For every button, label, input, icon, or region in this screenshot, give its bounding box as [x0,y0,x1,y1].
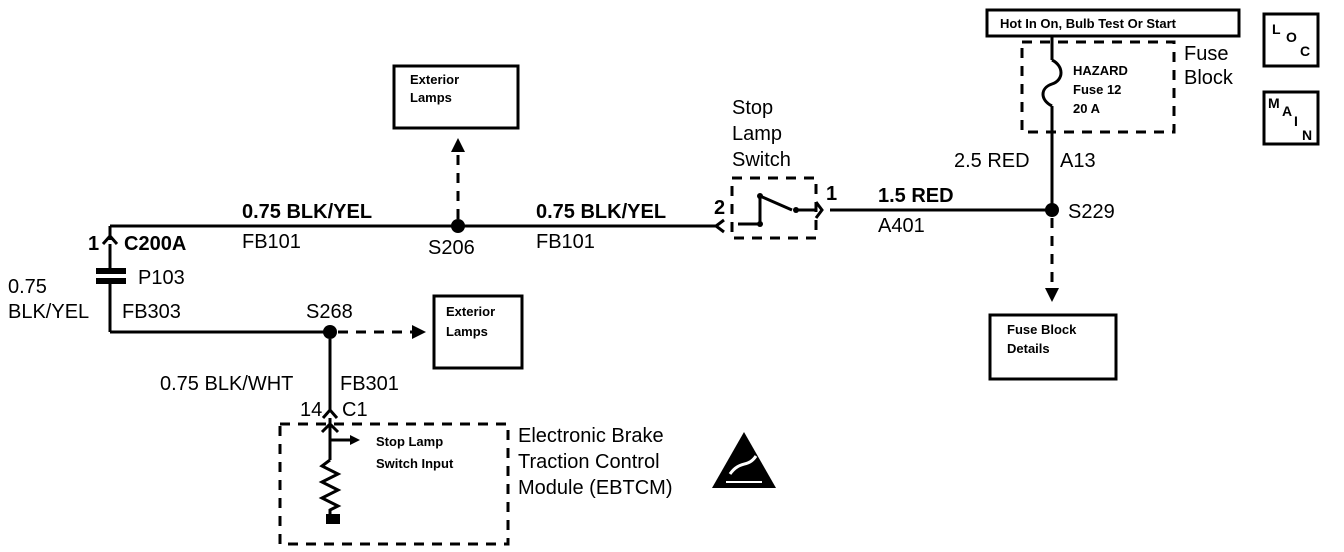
fuse-icon [1041,58,1063,108]
arrow-down-icon [1045,288,1059,302]
wire-label-fb101-mid: FB101 [536,231,595,253]
exterior-lamps-top-box [392,64,520,130]
wire-label-vert-color: BLK/YEL [8,301,89,323]
svg-text:M: M [1268,95,1280,111]
connector-c200a-label: C200A [124,233,186,255]
ebtcm-title-2: Traction Control [518,451,660,473]
ebtcm-outline [278,422,510,546]
fuse-block-title-1: Fuse [1184,43,1228,65]
fuse-block-details-2: Details [1007,341,1050,356]
stop-lamp-switch-label-3: Switch [732,149,791,171]
splice-s206-label: S206 [428,237,475,259]
power-source-text: Hot In On, Bulb Test Or Start [1000,16,1177,31]
ebtcm-input-1: Stop Lamp [376,434,443,449]
stop-lamp-switch-label-1: Stop [732,97,773,119]
svg-text:I: I [1294,113,1298,129]
exterior-lamps-mid-1: Exterior [446,304,495,319]
ebtcm-title-1: Electronic Brake [518,425,664,447]
wire-label-red-15: 1.5 RED [878,185,954,207]
wire-label-blk-wht: 0.75 BLK/WHT [160,373,293,395]
arrow-right-icon [412,325,426,339]
power-source-label: Hot In On, Bulb Test Or Start [985,8,1241,38]
wire-label-fb101-left: FB101 [242,231,301,253]
wire-label-blk-yel-left: 0.75 BLK/YEL [242,201,372,223]
arrow-right-small-icon [350,435,360,445]
ebtcm-title-3: Module (EBTCM) [518,477,672,499]
ground-icon [326,514,340,524]
fuse-number: Fuse 12 [1073,82,1121,97]
wire-label-vert-gauge: 0.75 [8,276,47,298]
fuse-block-details-box [988,313,1118,381]
exterior-lamps-mid-box [432,294,524,370]
wire-label-a401: A401 [878,215,925,237]
connector-c200a-pin: 1 [88,233,99,255]
stop-lamp-switch-outline [730,176,818,240]
connector-p103-label: P103 [138,267,185,289]
wire-label-fb301: FB301 [340,373,399,395]
wire-label-fb303: FB303 [122,301,181,323]
svg-text:A: A [1282,103,1292,119]
svg-text:N: N [1302,127,1312,143]
fuse-block-title-2: Block [1184,67,1234,89]
connector-c200a-icon [101,233,119,245]
main-icon: M A I N [1262,90,1320,146]
exterior-lamps-top-1: Exterior [410,72,459,87]
esd-warning-icon [712,432,776,488]
exterior-lamps-mid-2: Lamps [446,324,488,339]
wire-label-a13: A13 [1060,150,1096,172]
wire-label-red-25: 2.5 RED [954,150,1030,172]
connector-c1-label: C1 [342,399,368,421]
splice-s268-label: S268 [306,301,353,323]
svg-text:L: L [1272,21,1281,37]
ebtcm-input-2: Switch Input [376,456,454,471]
switch-pin-2: 2 [714,197,725,219]
stop-lamp-switch-label-2: Lamp [732,123,782,145]
fuse-rating: 20 A [1073,101,1101,116]
splice-s229-label: S229 [1068,201,1115,223]
svg-text:O: O [1286,29,1297,45]
switch-pin-1: 1 [826,183,837,205]
fuse-block-details-1: Fuse Block [1007,322,1077,337]
connector-c1-icon [321,407,339,419]
connector-p103-icon [96,268,126,274]
loc-icon: L O C [1262,12,1320,68]
arrow-up-icon [451,138,465,152]
splice-s268 [323,325,337,339]
exterior-lamps-top-2: Lamps [410,90,452,105]
fuse-block-outline [1020,40,1176,134]
connector-c1-pin: 14 [300,399,322,421]
splice-s206 [451,219,465,233]
wire-label-blk-yel-mid: 0.75 BLK/YEL [536,201,666,223]
fuse-name: HAZARD [1073,63,1128,78]
resistor-icon [318,458,342,518]
svg-text:C: C [1300,43,1310,59]
